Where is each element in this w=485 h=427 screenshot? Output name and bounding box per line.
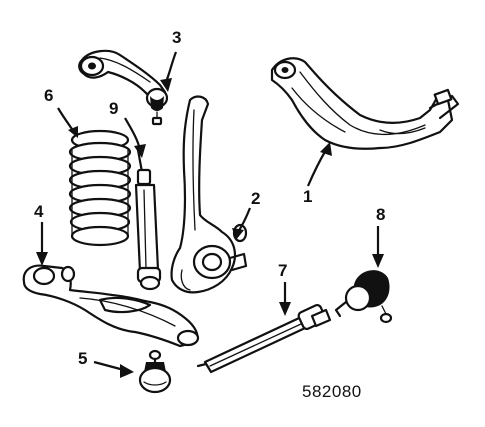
part-7-strut-rod — [196, 303, 332, 374]
part-3-upper-control-arm — [78, 49, 169, 126]
callout-9: 9 — [109, 99, 119, 118]
callout-8: 8 — [376, 205, 386, 224]
part-1-lower-control-arm — [270, 57, 460, 150]
part-6-coil-spring — [68, 129, 132, 247]
callout-5: 5 — [78, 349, 88, 368]
part-5-ball-joint — [138, 349, 172, 394]
callout-4: 4 — [34, 202, 44, 221]
callout-7: 7 — [278, 261, 288, 280]
part-4-lower-control-arm — [22, 264, 200, 348]
callout-6: 6 — [44, 86, 54, 105]
callout-2: 2 — [251, 189, 261, 208]
callout-1: 1 — [303, 187, 313, 206]
part-9-shock-absorber — [134, 148, 162, 291]
callout-arrows — [36, 51, 384, 378]
callout-3: 3 — [172, 28, 182, 47]
part-2-steering-knuckle — [170, 95, 248, 294]
figure-code: 582080 — [302, 382, 362, 401]
part-8-upper-ball-joint — [334, 270, 393, 324]
